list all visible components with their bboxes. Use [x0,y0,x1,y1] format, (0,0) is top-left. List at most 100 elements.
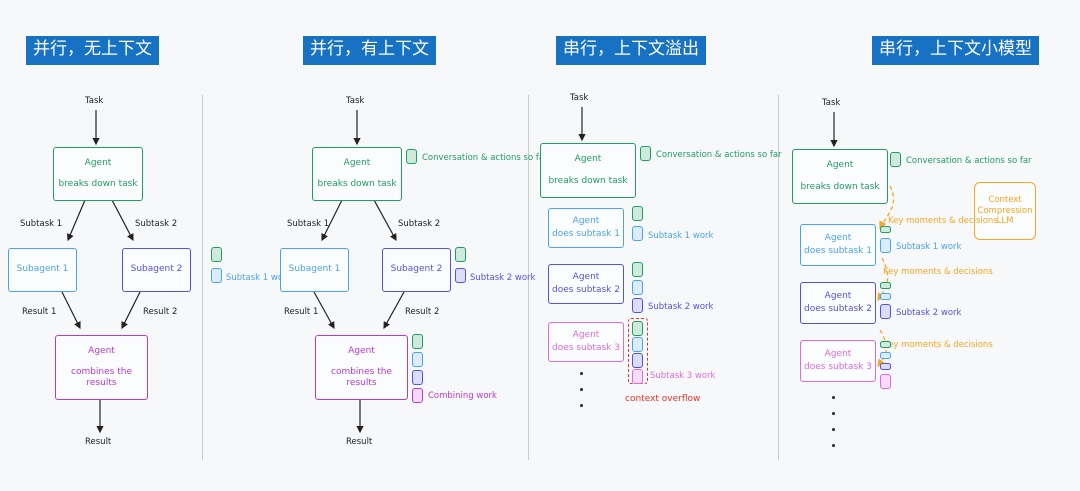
memory-chip-compressed-conversation-s1-p4 [880,226,891,233]
agent-root-node-p3[interactable]: Agent breaks down task [540,143,636,198]
agent-subtask1-node-p3[interactable]: Agent does subtask 1 [548,208,624,248]
panel-title-parallel-no-context: 并行，无上下文 [26,36,159,65]
memory-chip-subtask1-combine-p2 [412,352,423,367]
memory-chip-subtask2-work-p2 [455,268,466,283]
agent-subtask1-subtitle-p3: does subtask 1 [552,229,620,239]
ellipsis-dot [580,388,583,391]
memory-chip-subtask2-work-p4 [880,304,891,319]
edge-label-subtask1-p1: Subtask 1 [20,219,63,229]
subagent-1-node-p1[interactable]: Subagent 1 [8,248,77,292]
agent-combine-node-p2[interactable]: Agent combines the results [315,335,408,400]
ellipsis-dot [832,444,835,447]
task-label-p2: Task [346,96,365,106]
panel-serial-context-overflow: Task Agent breaks down task Conversation… [528,0,782,491]
result-label-p1: Result [85,437,112,447]
agent-root-node-p2[interactable]: Agent breaks down task [312,147,402,201]
memory-chip-subtask1-work-p3 [632,226,643,241]
memory-label-subtask1-work-p4: Subtask 1 work [896,242,962,252]
agent-root-subtitle-p3: breaks down task [548,175,628,186]
agent-subtask1-title-p3: Agent [572,215,600,226]
edge-label-subtask2-p2: Subtask 2 [398,219,441,229]
subagent-1-node-p2[interactable]: Subagent 1 [280,248,349,292]
agent-root-subtitle-p4: breaks down task [800,181,880,192]
agent-subtask1-title-p4: Agent [824,232,852,243]
memory-chip-conversation-s2-p3 [632,262,643,277]
ellipsis-dot [832,428,835,431]
task-label-p1: Task [85,96,104,106]
agent-subtask1-node-p4[interactable]: Agent does subtask 1 [800,224,876,266]
agent-root-subtitle-p2: breaks down task [317,179,397,189]
result-label-p2: Result [346,437,373,447]
agent-root-title-p2: Agent [343,157,371,168]
ellipsis-dot [580,372,583,375]
panel-title-serial-overflow: 串行，上下文溢出 [556,36,706,65]
memory-chip-combining-work-p2 [412,388,423,403]
agent-root-title-p3: Agent [574,154,602,165]
memory-chip-conversation-sub2-p2 [455,247,466,262]
edge-label-result1-p2: Result 1 [284,307,319,317]
edge-label-result2-p2: Result 2 [405,307,440,317]
subagent-2-node-p1[interactable]: Subagent 2 [122,248,191,292]
agent-subtask3-title-p4: Agent [824,348,852,359]
memory-chip-conversation-s3-p3 [632,321,643,336]
agent-subtask2-node-p4[interactable]: Agent does subtask 2 [800,282,876,324]
memory-chip-subtask1-work-p4 [880,238,891,253]
agent-subtask3-node-p4[interactable]: Agent does subtask 3 [800,340,876,382]
memory-chip-compressed-subtask2-s3-p4 [880,363,891,370]
memory-chip-subtask1-s3-p3 [632,337,643,352]
edge-label-result2-p1: Result 2 [143,307,178,317]
context-compression-line1: Context [988,195,1022,206]
panel-parallel-no-context: Task Agent breaks down task Subtask 1 Su… [0,0,202,491]
memory-chip-conversation-s1-p3 [632,206,643,221]
agent-subtask2-title-p4: Agent [824,290,852,301]
subagent-2-node-p2[interactable]: Subagent 2 [382,248,451,292]
agent-subtask3-node-p3[interactable]: Agent does subtask 3 [548,322,624,362]
ellipsis-dot [832,396,835,399]
subagent-2-title-p2: Subagent 2 [390,264,443,275]
agent-subtask3-subtitle-p3: does subtask 3 [552,343,620,353]
agent-subtask2-title-p3: Agent [572,271,600,282]
panel-title-parallel-with-context: 并行，有上下文 [303,36,436,65]
agent-subtask3-title-p3: Agent [572,329,600,340]
memory-label-conversation-p3: Conversation & actions so far [656,150,782,160]
memory-chip-conversation-combine-p2 [412,334,423,349]
panel-parallel-with-context: Task Agent breaks down task Conversation… [202,0,548,491]
key-moments-label-2-p4: Key moments & decisions [883,267,993,277]
key-moments-label-1-p4: Key moments & decisions [888,216,998,226]
ellipsis-dot [832,412,835,415]
memory-chip-conversation-p2 [406,149,417,164]
subagent-1-title-p2: Subagent 1 [288,264,341,275]
memory-label-conversation-p4: Conversation & actions so far [906,156,1032,166]
subagent-2-title-p1: Subagent 2 [130,264,183,275]
context-compression-line3: LLM [996,216,1014,227]
agent-root-subtitle-p1: breaks down task [58,179,138,189]
memory-chip-subtask1-s2-p3 [632,280,643,295]
context-overflow-label-p3: context overflow [625,394,701,404]
task-label-p3: Task [570,93,589,103]
agent-subtask3-subtitle-p4: does subtask 3 [804,362,872,372]
context-compression-line2: Compression [977,205,1033,216]
memory-chip-subtask3-work-p4 [880,374,891,389]
memory-chip-subtask2-s3-p3 [632,353,643,368]
agent-root-node-p4[interactable]: Agent breaks down task [792,149,888,204]
memory-label-subtask2-work-p3: Subtask 2 work [648,302,714,312]
agent-combine-title-p2: Agent [348,345,375,356]
agent-subtask1-subtitle-p4: does subtask 1 [804,246,872,256]
memory-chip-subtask1-work-p2 [211,268,222,283]
memory-chip-compressed-conversation-s3-p4 [880,341,891,348]
memory-chip-compressed-subtask1-s2-p4 [880,293,891,300]
edge-label-result1-p1: Result 1 [22,307,57,317]
agent-combine-subtitle-p2: combines the results [331,366,392,389]
agent-combine-title-p1: Agent [88,345,115,356]
memory-label-subtask1-work-p3: Subtask 1 work [648,231,714,241]
agent-combine-node-p1[interactable]: Agent combines the results [55,335,148,400]
panel-title-serial-small-model: 串行，上下文小模型 [872,36,1039,65]
memory-chip-compressed-subtask1-s3-p4 [880,352,891,359]
panel-divider-2 [528,95,529,460]
panel-divider-1 [202,95,203,460]
agent-root-node-p1[interactable]: Agent breaks down task [53,147,143,201]
key-moments-label-3-p4: Key moments & decisions [883,340,993,350]
agent-subtask2-node-p3[interactable]: Agent does subtask 2 [548,264,624,304]
memory-chip-subtask3-work-p3 [632,369,643,384]
context-compression-llm-node[interactable]: Context Compression LLM [974,182,1036,240]
